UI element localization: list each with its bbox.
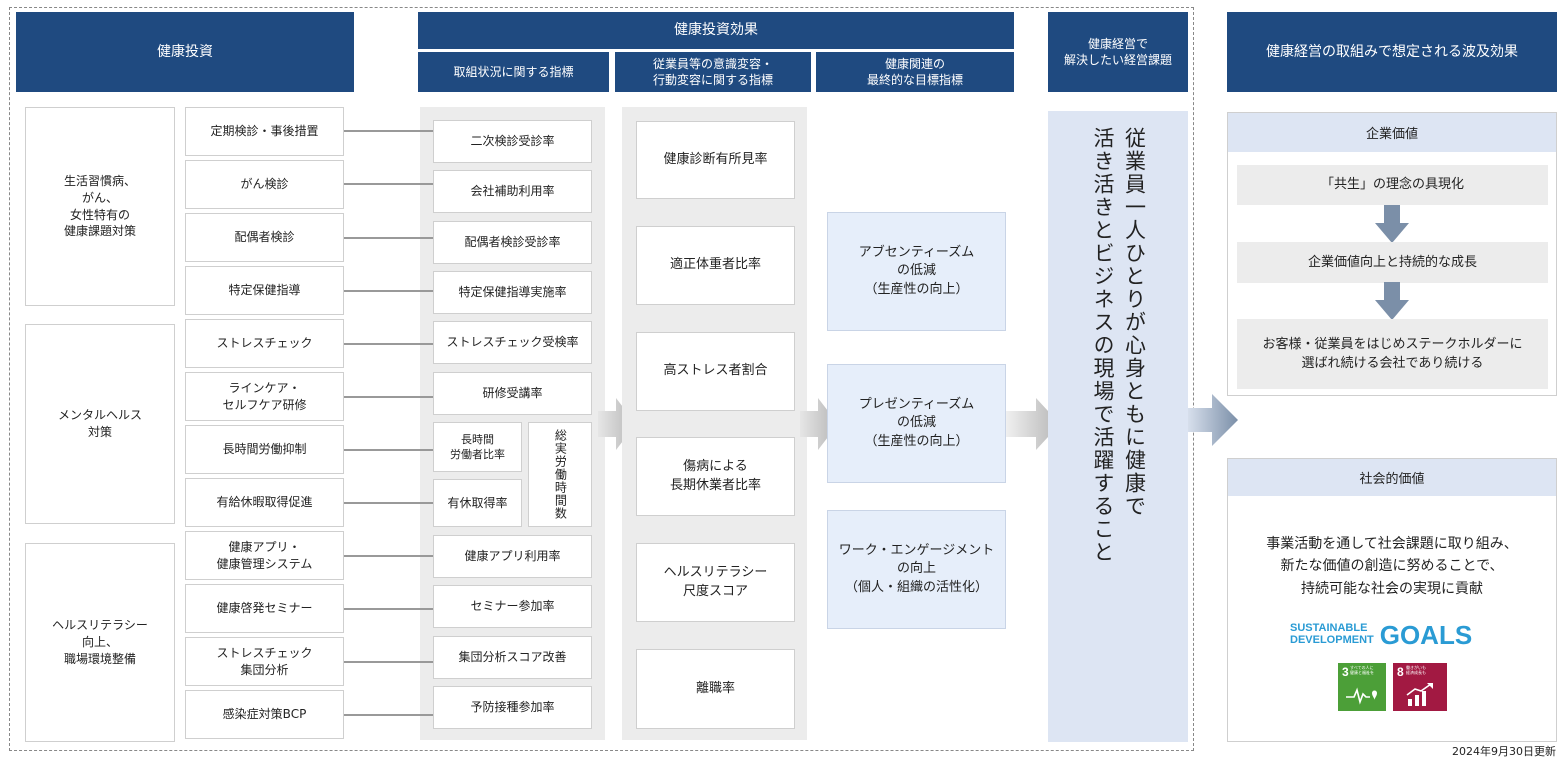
header-issue: 健康経営で 解決したい経営課題 <box>1048 12 1188 92</box>
connector-line <box>344 661 433 663</box>
header-effect-sub3: 健康関連の 最終的な目標指標 <box>816 52 1014 92</box>
social-value-panel <box>1227 458 1557 742</box>
issue-text: 従業員一人ひとりが心身ともに健康で 活き活きとビジネスの現場で活躍すること <box>1091 126 1147 564</box>
connector-line <box>344 290 433 292</box>
behavior-indicator-box: 健康診断有所見率 <box>636 121 795 199</box>
arrow-right-icon <box>800 398 838 450</box>
corporate-value-item: お客様・従業員をはじめステークホルダーに 選ばれ続ける会社であり続ける <box>1237 319 1548 389</box>
indicator-box: ストレスチェック受検率 <box>433 321 592 364</box>
behavior-indicator-box: ヘルスリテラシー 尺度スコア <box>636 543 795 622</box>
indicator-box: 二次検診受診率 <box>433 120 592 163</box>
measure-box: ストレスチェック 集団分析 <box>185 637 344 686</box>
measure-box: 健康啓発セミナー <box>185 584 344 633</box>
measure-box: 健康アプリ・ 健康管理システム <box>185 531 344 580</box>
arrow-right-icon <box>1188 394 1238 446</box>
indicator-vertical-text: 総実労働時間数 <box>553 429 568 520</box>
connector-line <box>344 555 433 557</box>
measure-box: ストレスチェック <box>185 319 344 368</box>
connector-line <box>344 130 433 132</box>
connector-line <box>344 343 433 345</box>
connector-line <box>344 396 433 398</box>
header-effect-sub1: 取組状況に関する指標 <box>418 52 609 92</box>
behavior-column-bg <box>622 107 807 740</box>
sdgs-goals-word: GOALS <box>1379 619 1473 650</box>
measure-box: 特定保健指導 <box>185 266 344 315</box>
header-effect-sub2: 従業員等の意識変容・ 行動変容に関する指標 <box>615 52 811 92</box>
sdg3-label: すべての人に 健康と福祉を <box>1350 665 1374 675</box>
arrow-down-icon <box>1375 205 1409 243</box>
connector-line <box>344 237 433 239</box>
final-target-box: ワーク・エンゲージメント の向上 （個人・組織の活性化） <box>827 510 1006 629</box>
indicator-box-vertical: 総実労働時間数 <box>528 422 592 527</box>
indicator-box: 研修受講率 <box>433 372 592 415</box>
behavior-indicator-box: 高ストレス者割合 <box>636 332 795 411</box>
sdg3-icon: 3 すべての人に 健康と福祉を <box>1338 663 1386 711</box>
measure-box: ラインケア・ セルフケア研修 <box>185 372 344 421</box>
indicator-box: 予防接種参加率 <box>433 686 592 729</box>
indicator-box: 健康アプリ利用率 <box>433 535 592 578</box>
updated-date: 2024年9月30日更新 <box>1452 745 1556 758</box>
sdg3-number: 3 <box>1342 665 1349 679</box>
measure-box: がん検診 <box>185 160 344 209</box>
header-investment: 健康投資 <box>16 12 354 92</box>
corporate-value-item: 企業価値向上と持続的な成長 <box>1237 242 1548 283</box>
social-value-title: 社会的価値 <box>1228 459 1556 496</box>
header-effect: 健康投資効果 <box>418 12 1014 49</box>
behavior-indicator-box: 離職率 <box>636 649 795 729</box>
indicator-box: 特定保健指導実施率 <box>433 271 592 314</box>
measure-box: 長時間労働抑制 <box>185 425 344 474</box>
measure-box: 感染症対策BCP <box>185 690 344 739</box>
arrow-right-icon <box>598 398 636 450</box>
connector-line <box>344 502 433 504</box>
dashed-frame <box>9 7 1194 751</box>
corporate-value-title: 企業価値 <box>1228 113 1556 152</box>
indicator-box: 有休取得率 <box>433 479 522 527</box>
indicator-box: 配偶者検診受診率 <box>433 221 592 264</box>
arrow-down-icon <box>1375 282 1409 320</box>
connector-line <box>344 183 433 185</box>
sdg8-number: 8 <box>1397 665 1404 679</box>
category-box: 生活習慣病、 がん、 女性特有の 健康課題対策 <box>25 107 175 306</box>
indicator-box: 会社補助利用率 <box>433 170 592 213</box>
connector-line <box>344 449 433 451</box>
category-box: メンタルヘルス 対策 <box>25 324 175 524</box>
connector-line <box>344 608 433 610</box>
header-ripple: 健康経営の取組みで想定される波及効果 <box>1227 12 1557 92</box>
connector-line <box>344 714 433 716</box>
sdgs-logo-line1: SUSTAINABLE <box>1290 622 1368 635</box>
category-box: ヘルスリテラシー 向上、 職場環境整備 <box>25 543 175 742</box>
measure-box: 有給休暇取得促進 <box>185 478 344 527</box>
final-target-box: アブセンティーズム の低減 （生産性の向上） <box>827 212 1006 331</box>
measure-box: 配偶者検診 <box>185 213 344 262</box>
indicator-box: 集団分析スコア改善 <box>433 636 592 679</box>
sdgs-logo: SUSTAINABLE DEVELOPMENT GOALS <box>1290 620 1490 650</box>
social-value-text: 事業活動を通して社会課題に取り組み、 新たな価値の創造に努めることで、 持続可能… <box>1266 536 1518 597</box>
corporate-value-item: 「共生」の理念の具現化 <box>1237 165 1548 205</box>
behavior-indicator-box: 傷病による 長期休業者比率 <box>636 437 795 516</box>
sdg8-label: 働きがいも 経済成長も <box>1406 665 1426 675</box>
sdgs-logo-line2: DEVELOPMENT <box>1290 634 1374 646</box>
indicator-box: セミナー参加率 <box>433 585 592 628</box>
behavior-indicator-box: 適正体重者比率 <box>636 226 795 305</box>
final-target-box: プレゼンティーズム の低減 （生産性の向上） <box>827 364 1006 483</box>
arrow-right-icon <box>1006 398 1060 450</box>
measure-box: 定期検診・事後措置 <box>185 107 344 156</box>
sdg8-icon: 8 働きがいも 経済成長も <box>1393 663 1447 711</box>
issue-panel: 従業員一人ひとりが心身ともに健康で 活き活きとビジネスの現場で活躍すること <box>1048 111 1188 742</box>
indicator-box: 長時間 労働者比率 <box>433 422 522 472</box>
